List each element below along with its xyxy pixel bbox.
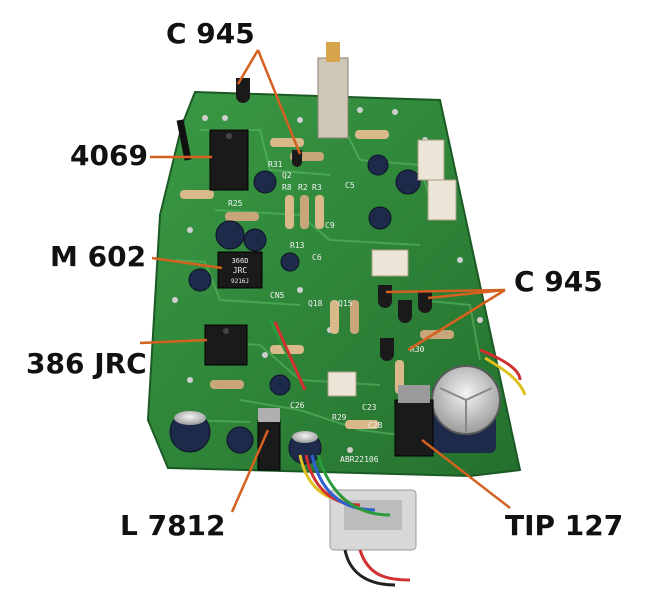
silk-q18: Q18 — [308, 299, 323, 308]
label-386jrc: 386 JRC — [26, 347, 147, 380]
label-c945-top: C 945 — [166, 17, 255, 50]
silk-r2: R2 — [298, 183, 308, 192]
wires — [176, 119, 527, 587]
silk-c26: C26 — [290, 401, 305, 410]
silk-r13: R13 — [290, 241, 305, 250]
silk-q15: Q15 — [338, 299, 353, 308]
label-l7812: L 7812 — [120, 509, 226, 542]
large-capacitor — [431, 365, 501, 453]
push-switch — [317, 42, 349, 139]
silk-c23: C23 — [362, 403, 377, 412]
solder-pads — [172, 107, 483, 453]
label-c945-right: C 945 — [514, 265, 603, 298]
ic-m602-chip: 366D JRC 9216J — [217, 251, 263, 289]
silk-r29: R29 — [332, 413, 347, 422]
electrolytic-capacitors — [169, 154, 421, 465]
silk-r3: R3 — [312, 183, 322, 192]
silk-c28: C28 — [368, 421, 383, 430]
tip127-transistor — [394, 385, 434, 457]
silk-r30: R30 — [410, 345, 425, 354]
silk-c5: C5 — [345, 181, 355, 190]
connectors — [327, 139, 457, 397]
label-m602: M 602 — [50, 240, 147, 273]
label-tip127: TIP 127 — [505, 509, 624, 542]
label-4069: 4069 — [70, 139, 148, 172]
silk-cn5: CN5 — [270, 291, 285, 300]
silk-c9: C9 — [325, 221, 335, 230]
l7812-regulator — [257, 408, 281, 471]
chip-mark-line1: 366D — [232, 257, 249, 265]
silk-r25: R25 — [228, 199, 243, 208]
silk-r31: R31 — [268, 160, 283, 169]
pointer-lines — [139, 49, 511, 513]
ic-4069-chip — [209, 129, 249, 191]
chip-mark-line3: 9216J — [231, 278, 249, 285]
silk-r8: R8 — [282, 183, 292, 192]
chip-mark-line2: JRC — [233, 266, 248, 275]
silk-c6: C6 — [312, 253, 322, 262]
ic-386jrc-chip — [204, 324, 248, 366]
silk-q2: Q2 — [282, 171, 292, 180]
silk-board-code: ABR22106 — [340, 455, 379, 464]
silkscreen-labels: R31 Q2 R8 R2 R3 C5 R25 C9 R13 C6 CN5 Q18… — [228, 160, 425, 464]
transistors-c945 — [236, 78, 432, 361]
